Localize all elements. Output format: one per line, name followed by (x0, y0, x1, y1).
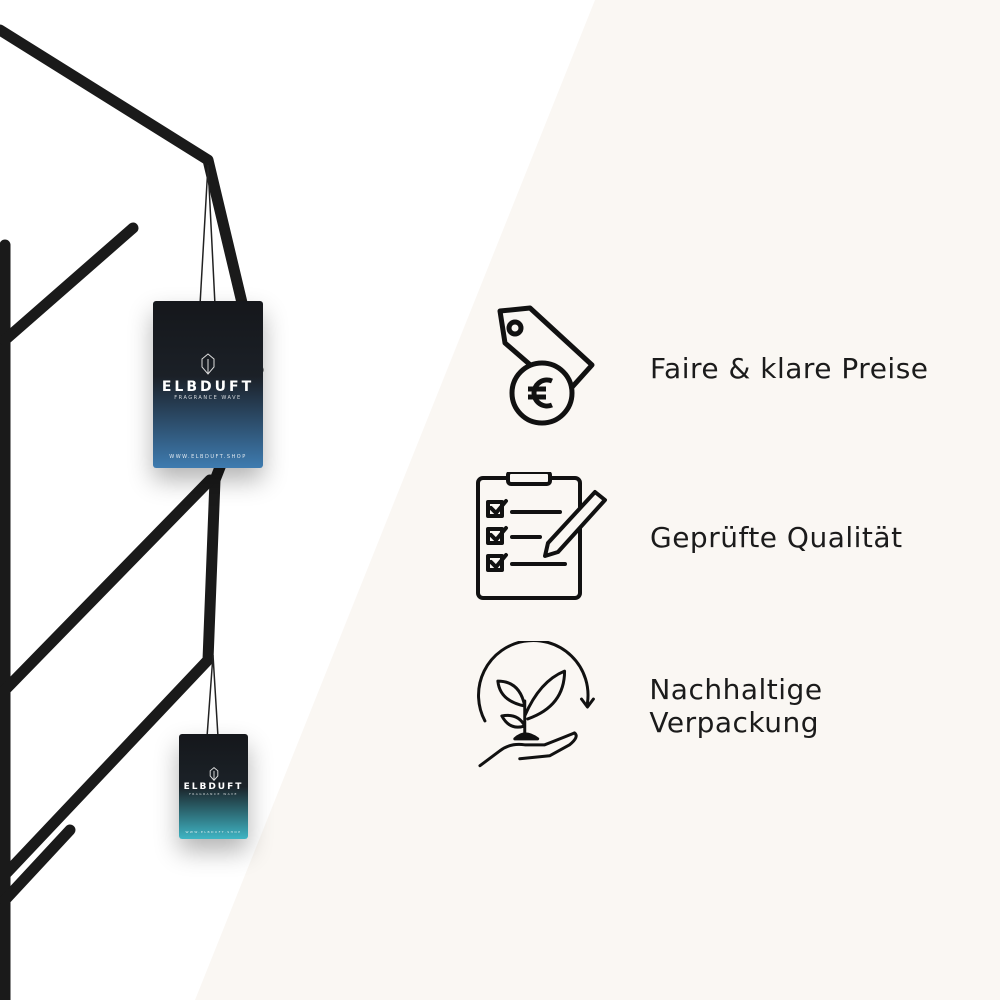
price-tag-euro-icon (497, 305, 595, 426)
clipboard-checklist-icon (476, 472, 607, 600)
air-freshener-tag-large: ELBDUFT FRAGRANCE WAVE WWW.ELBDUFT.SHOP (153, 301, 263, 468)
air-freshener-tag-small: ELBDUFT FRAGRANCE WAVE WWW.ELBDUFT.SHOP (179, 734, 248, 839)
plant-in-hand-icon (477, 641, 595, 768)
tag-url: WWW.ELBDUFT.SHOP (169, 454, 247, 460)
tag-subtitle: FRAGRANCE WAVE (174, 395, 242, 401)
feature-tested-quality: Geprüfte Qualität (470, 472, 903, 602)
leaf-logo-icon (201, 353, 215, 375)
feature-fair-prices: Faire & klare Preise (470, 303, 929, 433)
feature-label: Geprüfte Qualität (650, 520, 903, 554)
tag-subtitle: FRAGRANCE WAVE (189, 792, 238, 796)
tag-url: WWW.ELBDUFT.SHOP (185, 830, 242, 834)
tag-brand: ELBDUFT (161, 379, 255, 395)
leaf-logo-icon (209, 767, 218, 781)
feature-label: Faire & klare Preise (650, 351, 929, 385)
tag-brand: ELBDUFT (183, 782, 244, 792)
branch-hanger (0, 24, 264, 1000)
feature-sustainable-packaging: Nachhaltige Verpackung (470, 641, 1000, 771)
feature-label: Nachhaltige Verpackung (649, 673, 823, 739)
